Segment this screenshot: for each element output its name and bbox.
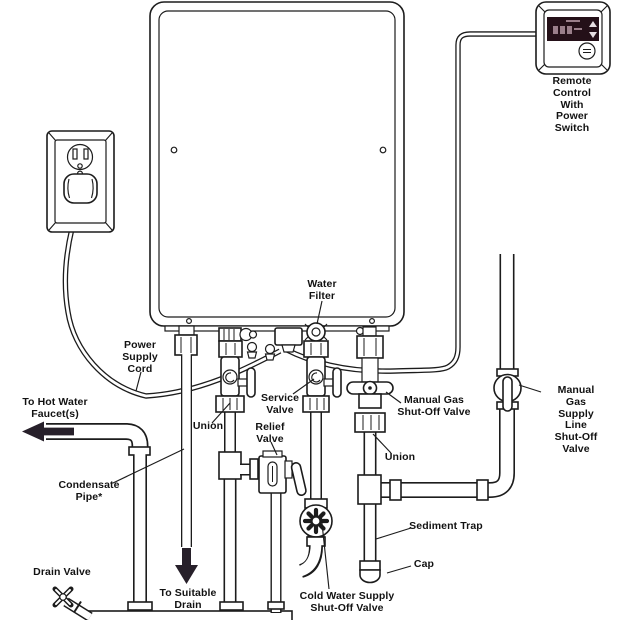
power-outlet — [46, 130, 115, 233]
to-hot-water-arrow — [22, 421, 74, 442]
outlet-slot — [83, 148, 89, 160]
union-cold-fitting — [302, 395, 330, 413]
gas-tee-fitting — [357, 474, 382, 505]
gas-coupling — [356, 335, 384, 359]
temp-down-button — [589, 32, 597, 38]
drain-valve — [52, 586, 93, 620]
label-drain-valve: Drain Valve — [33, 566, 91, 578]
case-screw — [170, 146, 178, 154]
power-plug — [63, 173, 98, 204]
label-power-supply-cord: Power Supply Cord — [122, 339, 158, 375]
to-drain-arrow — [175, 548, 198, 584]
manual-gas-shutoff-valve — [346, 380, 394, 396]
power-switch-button — [578, 42, 596, 60]
label-manual-gas-shutoff: Manual Gas Shut-Off Valve — [397, 394, 471, 418]
remote-control — [535, 1, 611, 75]
valve-handle-cold — [332, 367, 342, 398]
union-gas-fitting — [354, 412, 386, 433]
drain-cock-body — [218, 327, 242, 342]
condensate-pipe — [174, 325, 198, 547]
hot-water-faucet-pipe — [43, 423, 153, 611]
case-screw — [186, 318, 193, 325]
cold-water-shutoff-wheel — [299, 504, 333, 538]
cold-water-column — [297, 322, 342, 578]
label-manual-gas-supply-line: Manual Gas Supply Line Shut-Off Valve — [554, 384, 598, 455]
label-cap: Cap — [413, 558, 435, 570]
label-to-suitable-drain: To Suitable Drain — [159, 587, 217, 611]
temp-up-button — [589, 21, 597, 27]
label-relief-valve: Relief Valve — [255, 421, 285, 445]
label-condensate-pipe: Condensate Pipe* — [58, 479, 120, 503]
outlet-slot — [72, 148, 78, 160]
label-union-hot: Union — [192, 420, 224, 432]
sediment-trap-cap — [359, 569, 381, 584]
bottom-drain-manifold-pipe — [85, 610, 293, 620]
valve-handle-hot — [246, 367, 256, 398]
label-cold-water-supply: Cold Water Supply Shut-Off Valve — [299, 590, 395, 614]
case-screw — [379, 146, 387, 154]
hot-water-service-column — [215, 327, 258, 611]
relief-valve-assembly — [240, 450, 307, 613]
label-remote-control: Remote Control With Power Switch — [552, 75, 592, 134]
mounting-anchors — [246, 341, 276, 361]
label-water-filter: Water Filter — [307, 278, 337, 302]
label-to-hot-water-faucet: To Hot Water Faucet(s) — [22, 396, 88, 420]
pointer-lines — [112, 300, 542, 590]
sediment-trap — [359, 560, 381, 584]
gas-supply-valve-lever — [502, 376, 513, 412]
junction-box — [274, 327, 303, 353]
relief-valve-lever — [290, 462, 307, 497]
water-heater-unit — [149, 1, 405, 332]
gas-line — [346, 251, 522, 584]
label-sediment-trap: Sediment Trap — [409, 520, 483, 532]
manual-gas-supply-shutoff-valve — [493, 368, 522, 412]
label-service-valve: Service Valve — [260, 392, 300, 416]
remote-control-cable — [283, 31, 537, 374]
label-union-gas: Union — [384, 451, 416, 463]
tee-fitting — [218, 451, 242, 480]
case-screw — [369, 318, 376, 325]
